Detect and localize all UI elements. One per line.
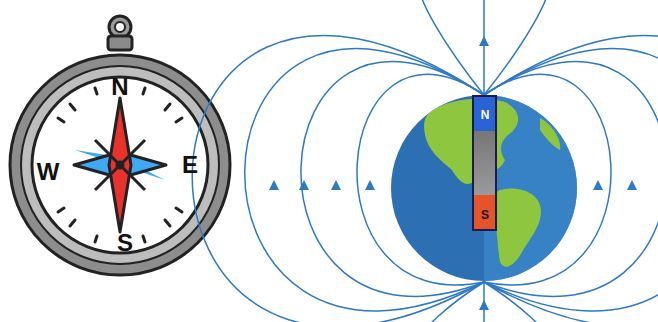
earth: [391, 95, 577, 281]
compass-point: N: [111, 75, 128, 99]
continent: [491, 189, 541, 267]
compass-stem: [108, 36, 132, 50]
magnet-pole: S: [481, 209, 489, 221]
magnet-pole: N: [481, 109, 490, 121]
compass-case: [10, 55, 230, 275]
compass-ticks: [58, 88, 182, 242]
compass: [10, 16, 230, 275]
compass-face: [32, 77, 208, 253]
compass-needle: [74, 98, 166, 232]
compass-point: E: [182, 153, 198, 177]
bar-magnet: NS: [472, 95, 497, 231]
field-arrows: [269, 36, 658, 310]
field-lines: [192, 0, 658, 322]
compass-point: S: [117, 231, 133, 255]
ocean: [391, 95, 577, 281]
compass-dial: N E S W: [30, 75, 210, 255]
compass-point: W: [37, 160, 60, 184]
